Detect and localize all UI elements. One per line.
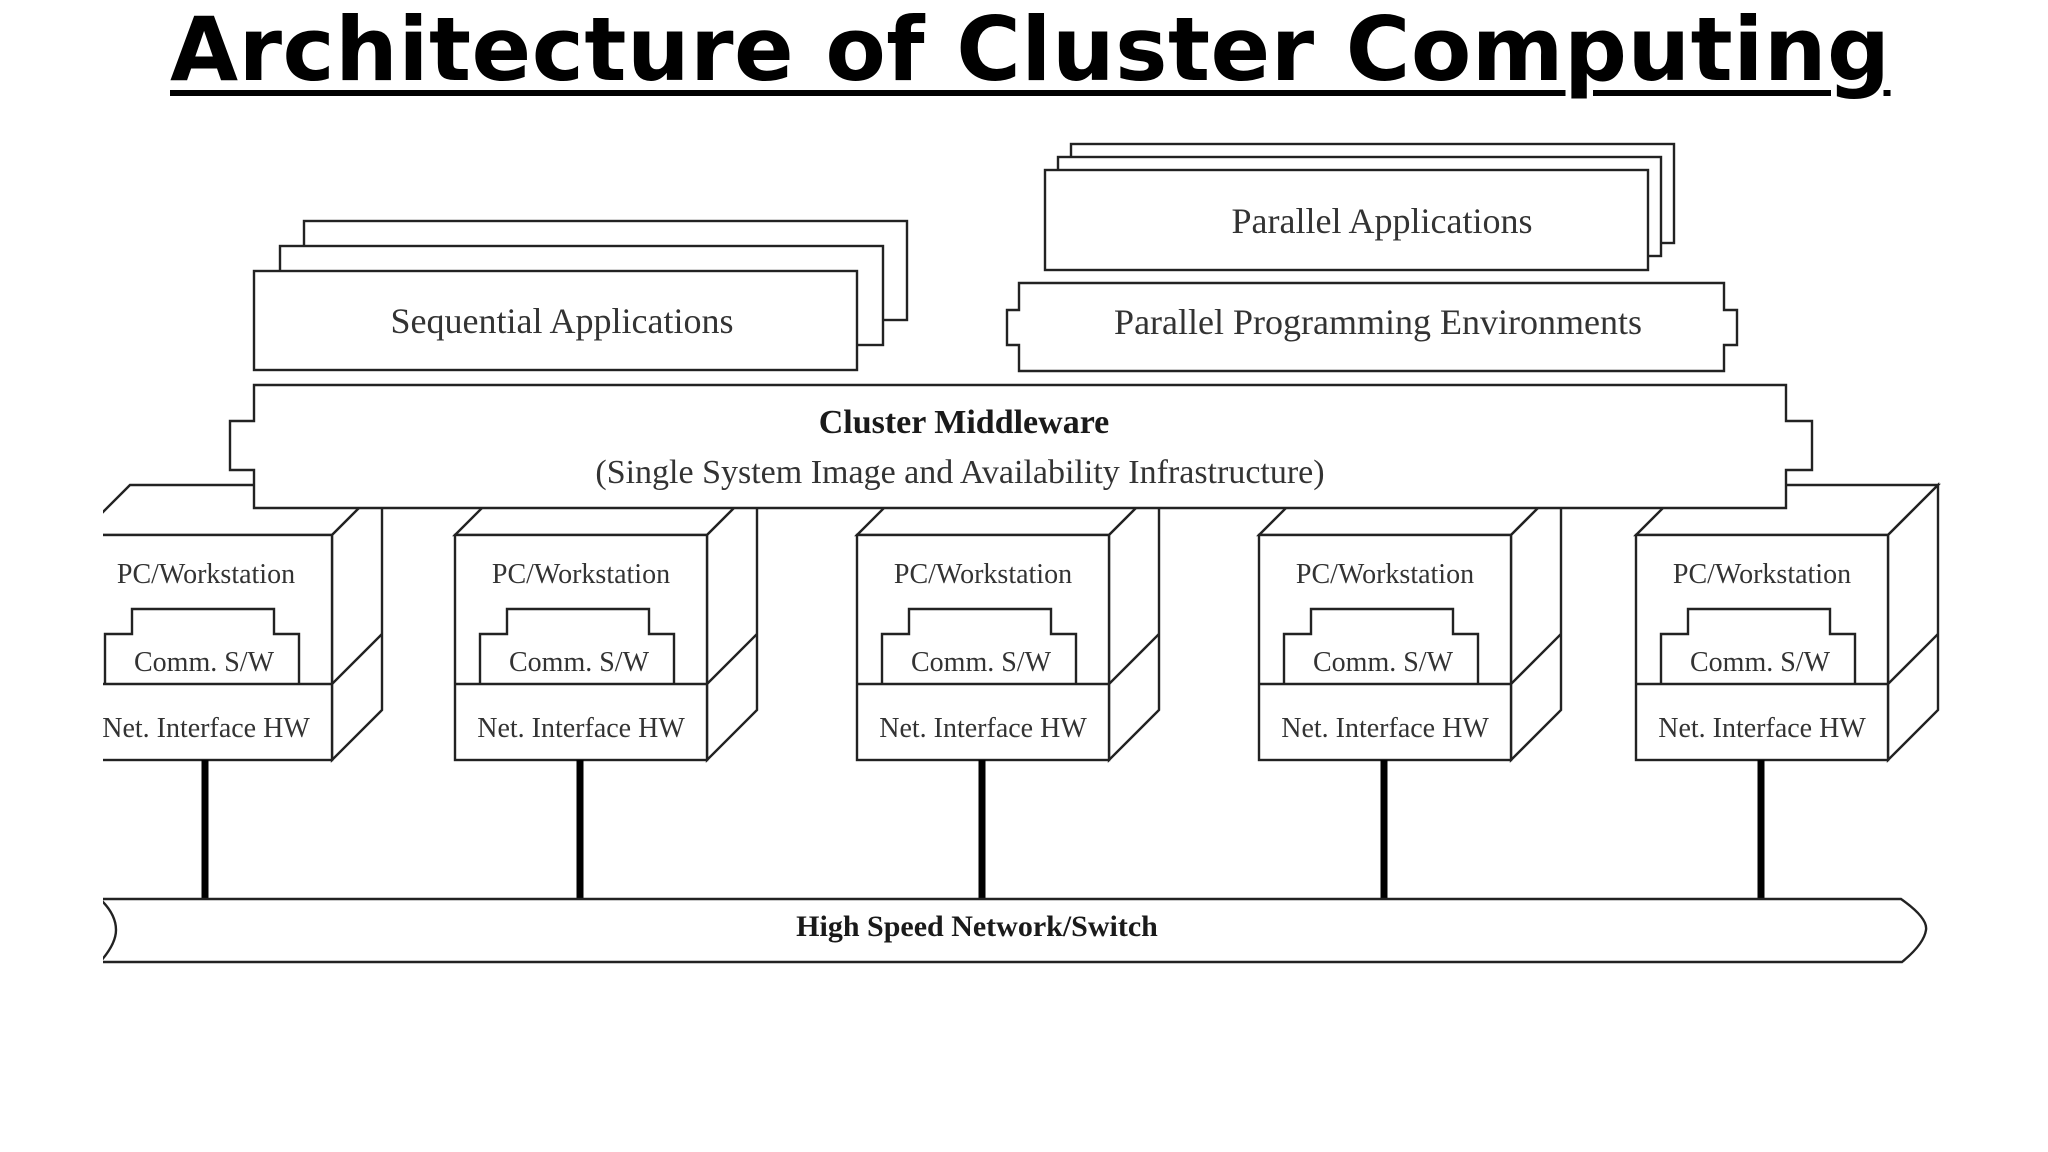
comm-sw-label: Comm. S/W: [911, 647, 1052, 678]
net-interface-label: Net. Interface HW: [477, 713, 685, 744]
node-front-face: [855, 533, 1111, 762]
node-side-face: [1886, 482, 1940, 763]
net-interface-label: Net. Interface HW: [102, 713, 310, 744]
parallel-programming-environments: Parallel Programming Environments: [1005, 281, 1739, 373]
comm-sw-block: [103, 607, 301, 684]
parallel-applications-label: Parallel Applications: [1232, 201, 1533, 241]
node-side-face: [705, 482, 759, 763]
sequential-applications-stack: Sequential Applications: [252, 219, 909, 372]
node-name-label: PC/Workstation: [1296, 559, 1474, 590]
network-label: High Speed Network/Switch: [796, 910, 1158, 943]
node-name-label: PC/Workstation: [492, 559, 670, 590]
cluster-middleware-title: Cluster Middleware: [819, 404, 1110, 441]
node-front-face: [1257, 533, 1513, 762]
net-interface-label: Net. Interface HW: [1658, 713, 1866, 744]
node-side-face: [1107, 482, 1161, 763]
net-interface-label: Net. Interface HW: [879, 713, 1087, 744]
page-title: Architecture of Cluster Computing: [170, 0, 1891, 101]
parallel-applications-box: [1043, 168, 1650, 272]
parallel-applications-stack: Parallel Applications: [1043, 142, 1676, 272]
sequential-applications-label: Sequential Applications: [391, 301, 734, 341]
sequential-applications-box: [252, 269, 859, 372]
comm-sw-label: Comm. S/W: [509, 647, 650, 678]
comm-sw-block: [1282, 607, 1480, 684]
node-side-face: [330, 482, 384, 763]
high-speed-network: High Speed Network/Switch: [103, 760, 1928, 964]
node-name-label: PC/Workstation: [1673, 559, 1851, 590]
node-side-face: [1509, 482, 1563, 763]
comm-sw-block: [1659, 607, 1857, 684]
node-front-face: [1634, 533, 1890, 762]
comm-sw-label: Comm. S/W: [1313, 647, 1454, 678]
node-front-face: [453, 533, 709, 762]
comm-sw-block: [478, 607, 676, 684]
net-interface-label: Net. Interface HW: [1281, 713, 1489, 744]
node-name-label: PC/Workstation: [117, 559, 295, 590]
parallel-programming-environments-label: Parallel Programming Environments: [1114, 302, 1642, 342]
comm-sw-label: Comm. S/W: [134, 647, 275, 678]
cluster-middleware-subtitle: (Single System Image and Availability In…: [595, 454, 1324, 491]
node-name-label: PC/Workstation: [894, 559, 1072, 590]
comm-sw-block: [880, 607, 1078, 684]
comm-sw-label: Comm. S/W: [1690, 647, 1831, 678]
cluster-middleware: Cluster Middleware (Single System Image …: [228, 383, 1814, 510]
